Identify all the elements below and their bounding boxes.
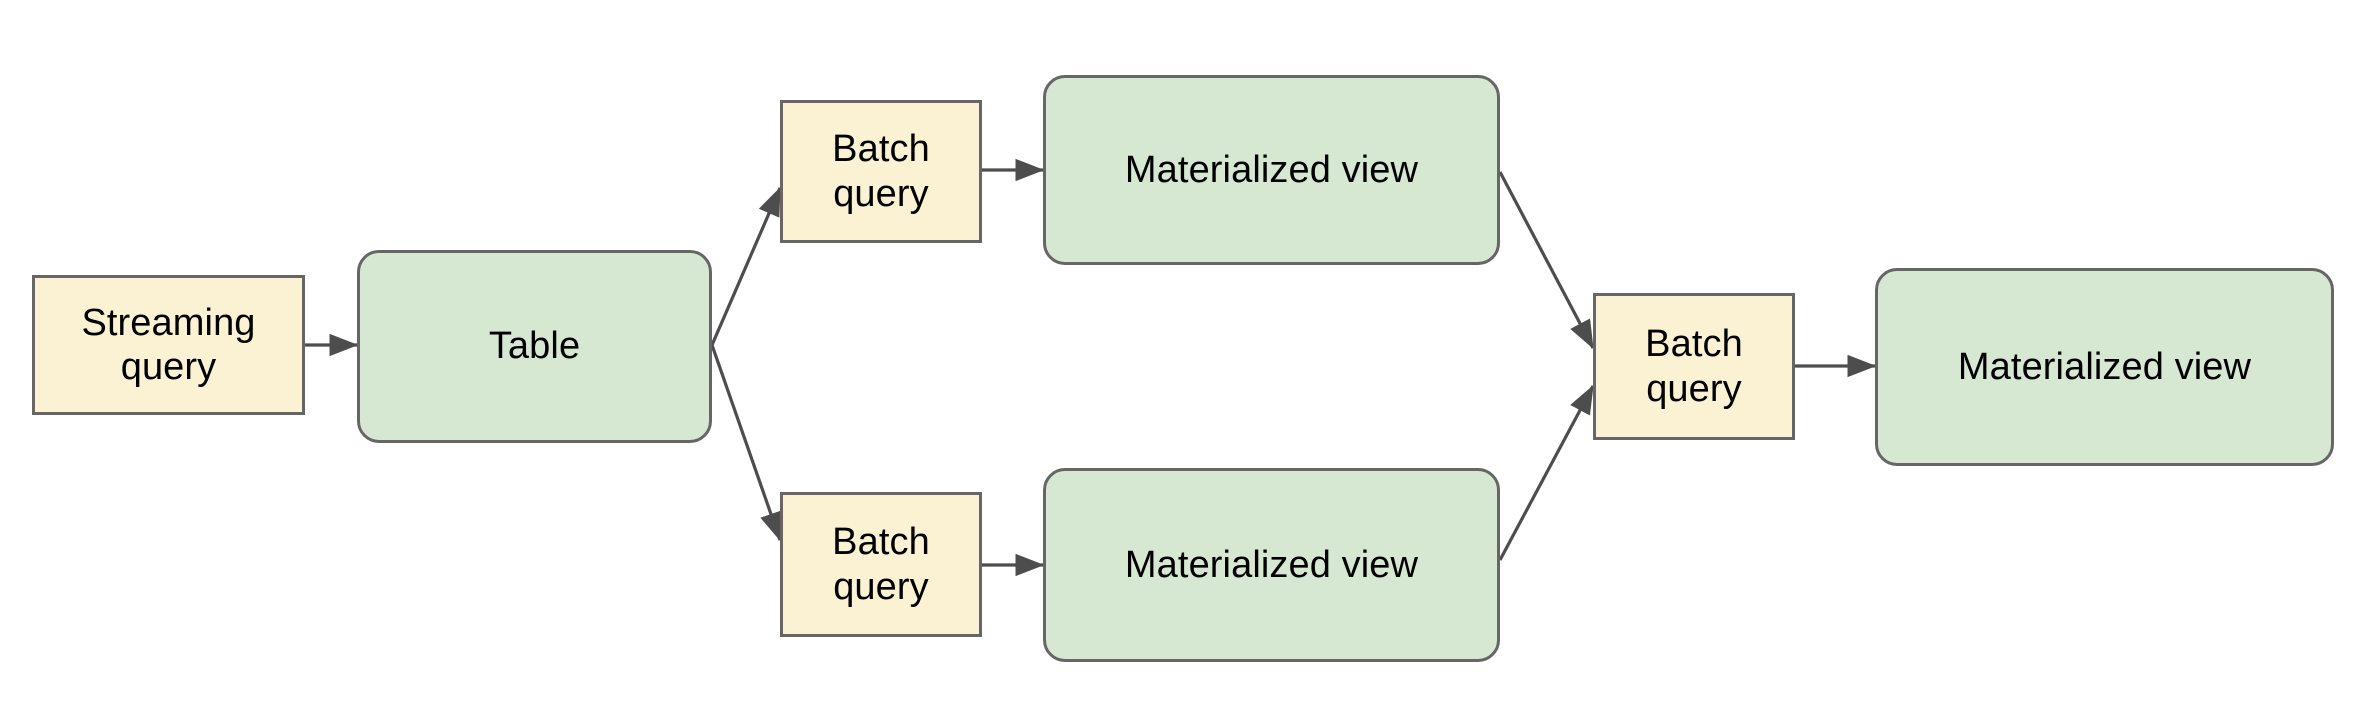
node-streaming-query[interactable]: Streaming query [32, 275, 305, 415]
edge-table-to-batch-bottom [710, 344, 782, 542]
node-materialized-view-top[interactable]: Materialized view [1043, 75, 1500, 265]
node-table[interactable]: Table [357, 250, 712, 443]
node-label-batch-query-top: Batch query [832, 128, 930, 215]
edge-mv-top-to-batch-center [1498, 171, 1595, 350]
edge-table-to-batch-top [710, 186, 782, 346]
node-batch-query-bottom[interactable]: Batch query [780, 492, 982, 637]
edge-mv-bottom-to-batch-center [1498, 384, 1595, 561]
node-label-streaming-query: Streaming query [81, 301, 256, 388]
node-materialized-view-right[interactable]: Materialized view [1875, 268, 2334, 466]
node-batch-query-top[interactable]: Batch query [780, 100, 982, 243]
node-label-materialized-view-top: Materialized view [1124, 148, 1419, 191]
node-label-table: Table [488, 325, 581, 368]
node-label-batch-query-bottom: Batch query [832, 521, 930, 608]
node-label-materialized-view-right: Materialized view [1957, 345, 2252, 388]
node-batch-query-center[interactable]: Batch query [1593, 293, 1795, 440]
node-label-batch-query-center: Batch query [1645, 323, 1743, 410]
node-label-materialized-view-bottom: Materialized view [1124, 543, 1419, 586]
node-materialized-view-bottom[interactable]: Materialized view [1043, 468, 1500, 662]
